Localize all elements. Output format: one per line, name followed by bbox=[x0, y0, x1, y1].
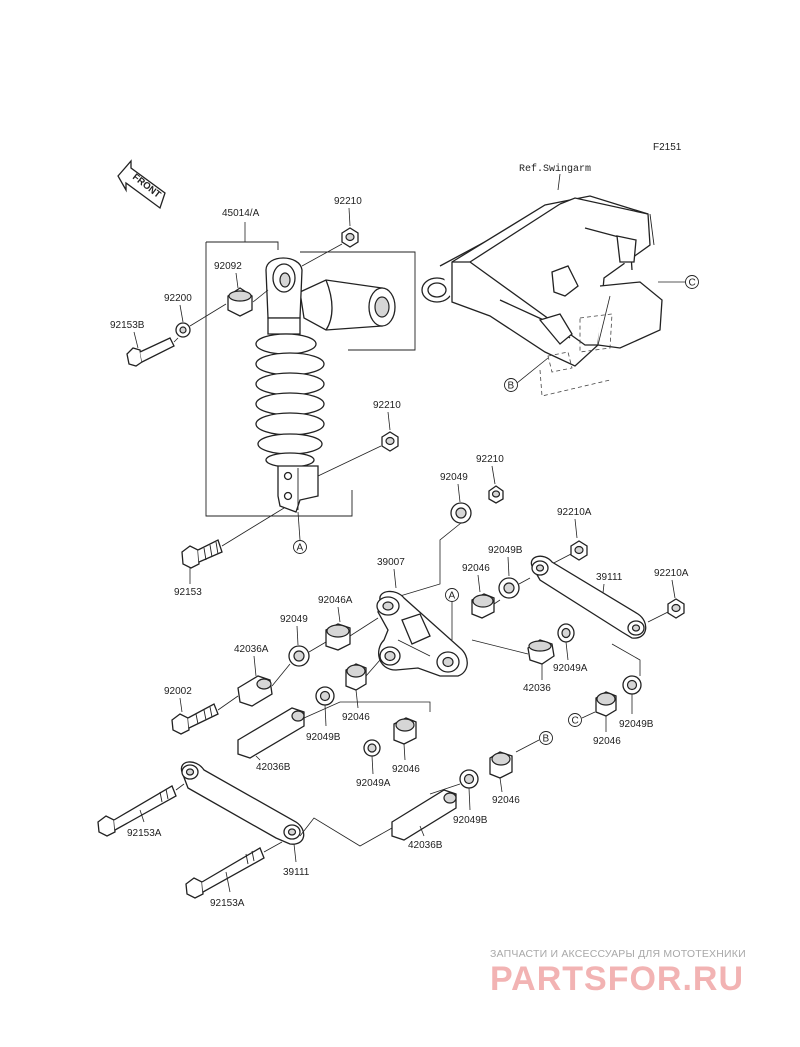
svg-text:92210: 92210 bbox=[373, 400, 401, 411]
svg-text:92153B: 92153B bbox=[110, 320, 145, 331]
svg-text:92049B: 92049B bbox=[619, 719, 654, 730]
svg-text:42036B: 42036B bbox=[408, 840, 443, 851]
seal-92049-left: 92049 bbox=[280, 614, 327, 667]
svg-text:92153A: 92153A bbox=[210, 898, 245, 909]
callout-c-swingarm: C bbox=[658, 275, 699, 289]
svg-text:39111: 39111 bbox=[283, 867, 310, 878]
washer-92200: 92200 bbox=[164, 293, 227, 338]
figure-code: F2151 bbox=[653, 142, 682, 153]
svg-text:B: B bbox=[543, 734, 550, 745]
nut-92210-link: 92210 bbox=[476, 454, 504, 504]
bolt-92153b: 92153B bbox=[110, 320, 179, 367]
svg-text:92153: 92153 bbox=[174, 587, 202, 598]
callout-c-lower: C bbox=[568, 711, 596, 727]
swingarm-reference: Ref.Swingarm bbox=[421, 163, 663, 397]
rocker-arm-39007: 39007 bbox=[376, 557, 468, 677]
part-45014a: 45014/A bbox=[222, 208, 260, 219]
svg-text:92049B: 92049B bbox=[488, 545, 523, 556]
collar-42036b-left: 42036B bbox=[237, 701, 431, 773]
nut-92210a-right: 92210A bbox=[647, 568, 689, 623]
seal-92049b-lower: 92049B bbox=[429, 769, 488, 826]
bearing-92046-upper: 92046 bbox=[462, 563, 531, 619]
rear-shock-absorber bbox=[255, 257, 396, 513]
bolt-92153a-upper: 92153A bbox=[97, 783, 185, 839]
collar-42036a: 42036A bbox=[234, 644, 291, 707]
seal-92049b-left: 92049B bbox=[306, 686, 341, 743]
bearing-92046a: 92046A bbox=[318, 595, 379, 651]
svg-text:92049B: 92049B bbox=[453, 815, 488, 826]
nut-92210a-upper: 92210A bbox=[547, 507, 592, 567]
watermark-logo: PARTSFOR.RU bbox=[490, 960, 745, 998]
svg-text:42036A: 42036A bbox=[234, 644, 269, 655]
seal-92049a-left: 92049A bbox=[356, 739, 391, 789]
svg-text:B: B bbox=[508, 381, 515, 392]
svg-text:39007: 39007 bbox=[377, 557, 405, 568]
svg-text:39111: 39111 bbox=[596, 572, 623, 583]
svg-text:92049: 92049 bbox=[440, 472, 468, 483]
svg-text:92046: 92046 bbox=[462, 563, 490, 574]
nut-92210-lower: 92210 bbox=[317, 400, 401, 477]
callout-b-swingarm: B bbox=[504, 357, 549, 392]
svg-text:92049B: 92049B bbox=[306, 732, 341, 743]
svg-text:42036B: 42036B bbox=[256, 762, 291, 773]
svg-text:92049A: 92049A bbox=[356, 778, 391, 789]
bearing-92046-lower: 92046 bbox=[392, 717, 420, 775]
collar-92092: 92092 bbox=[214, 261, 269, 317]
bolt-92153a-lower: 92153A bbox=[185, 841, 283, 909]
collar-42036: 42036 bbox=[471, 639, 555, 694]
svg-text:A: A bbox=[297, 543, 304, 554]
svg-text:92200: 92200 bbox=[164, 293, 192, 304]
svg-text:92046: 92046 bbox=[593, 736, 621, 747]
seal-92049-upper: 92049 bbox=[399, 472, 472, 597]
seal-92049b-right: 92049B bbox=[619, 675, 654, 730]
svg-text:92002: 92002 bbox=[164, 686, 192, 697]
tie-rod-39111-upper: 39111 bbox=[530, 555, 647, 676]
ref-swingarm-label: Ref.Swingarm bbox=[519, 163, 591, 175]
bolt-92002: 92002 bbox=[164, 686, 239, 735]
svg-text:92046: 92046 bbox=[342, 712, 370, 723]
nut-92210-upper: 92210 bbox=[301, 196, 362, 267]
svg-text:92046A: 92046A bbox=[318, 595, 353, 606]
svg-text:42036: 42036 bbox=[523, 683, 551, 694]
svg-text:A: A bbox=[449, 591, 456, 602]
svg-text:C: C bbox=[572, 716, 579, 727]
bearing-92046-right: 92046 bbox=[593, 691, 621, 747]
seal-92049b-upper: 92049B bbox=[488, 545, 523, 599]
svg-text:C: C bbox=[689, 278, 696, 289]
tie-rod-39111-lower: 39111 bbox=[180, 761, 393, 878]
bearing-92046-far: 92046 bbox=[489, 751, 520, 806]
collar-42036b-lower: 42036B bbox=[391, 789, 457, 851]
svg-text:92092: 92092 bbox=[214, 261, 242, 272]
bolt-92153: 92153 bbox=[174, 507, 285, 598]
svg-text:92046: 92046 bbox=[492, 795, 520, 806]
watermark-tagline: ЗАПЧАСТИ И АКСЕССУАРЫ ДЛЯ МОТОТЕХНИКИ bbox=[490, 948, 746, 960]
svg-text:92210: 92210 bbox=[334, 196, 362, 207]
callout-b-lower: B bbox=[515, 731, 553, 753]
svg-text:92049A: 92049A bbox=[553, 663, 588, 674]
svg-text:92049: 92049 bbox=[280, 614, 308, 625]
bearing-92046-mid: 92046 bbox=[342, 659, 381, 723]
svg-text:92210A: 92210A bbox=[557, 507, 592, 518]
front-arrow-icon: FRONT bbox=[117, 159, 166, 210]
svg-text:92046: 92046 bbox=[392, 764, 420, 775]
seal-92049a-right: 92049A bbox=[553, 623, 588, 674]
svg-text:92210A: 92210A bbox=[654, 568, 689, 579]
callout-a-shock: A bbox=[293, 511, 307, 554]
callout-a-rocker: A bbox=[445, 588, 459, 640]
svg-text:92153A: 92153A bbox=[127, 828, 162, 839]
svg-text:92210: 92210 bbox=[476, 454, 504, 465]
